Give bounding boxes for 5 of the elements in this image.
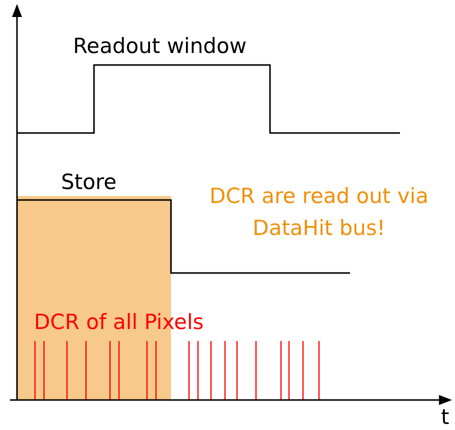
signal-label: Store <box>61 169 117 196</box>
axis-label: t <box>441 404 450 430</box>
signal-label: Readout window <box>73 33 247 60</box>
signal-label: DCR of all Pixels <box>34 309 204 336</box>
note-text: DCR are read out via DataHit bus! <box>208 183 430 242</box>
